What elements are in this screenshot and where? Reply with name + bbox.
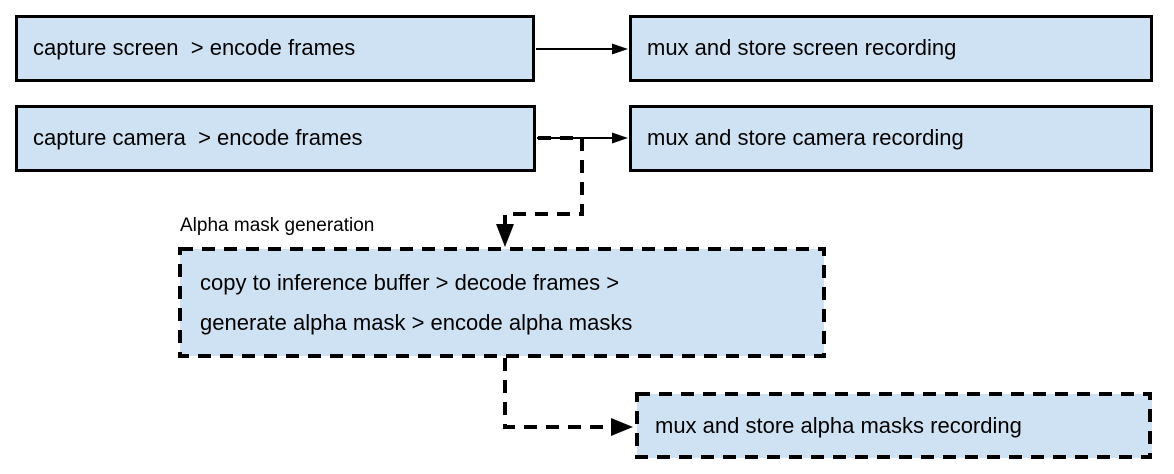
node-mux-alpha: mux and store alpha masks recording [637,394,1152,458]
screen-to-mux-arrow [536,43,628,55]
node-capture-screen: capture screen > encode frames [15,15,535,82]
node-mux-screen: mux and store screen recording [629,15,1153,82]
node-alpha-generation-label-line2: generate alpha mask > encode alpha masks [200,309,633,335]
node-alpha-generation-label-line1: copy to inference buffer > decode frames… [200,269,620,295]
node-mux-screen-label: mux and store screen recording [647,35,957,61]
camera-to-mux-arrow [537,132,628,144]
alpha-mask-generation-label: Alpha mask generation [180,215,375,236]
alpha-to-mux-dashed-arrow [503,358,633,436]
node-alpha-generation: copy to inference buffer > decode frames… [180,249,824,356]
node-capture-camera: capture camera > encode frames [15,105,536,172]
node-mux-camera: mux and store camera recording [629,105,1153,172]
node-mux-alpha-label: mux and store alpha masks recording [655,412,1022,438]
node-mux-camera-label: mux and store camera recording [647,125,964,151]
node-capture-camera-label: capture camera > encode frames [33,125,363,151]
node-capture-screen-label: capture screen > encode frames [33,35,356,61]
